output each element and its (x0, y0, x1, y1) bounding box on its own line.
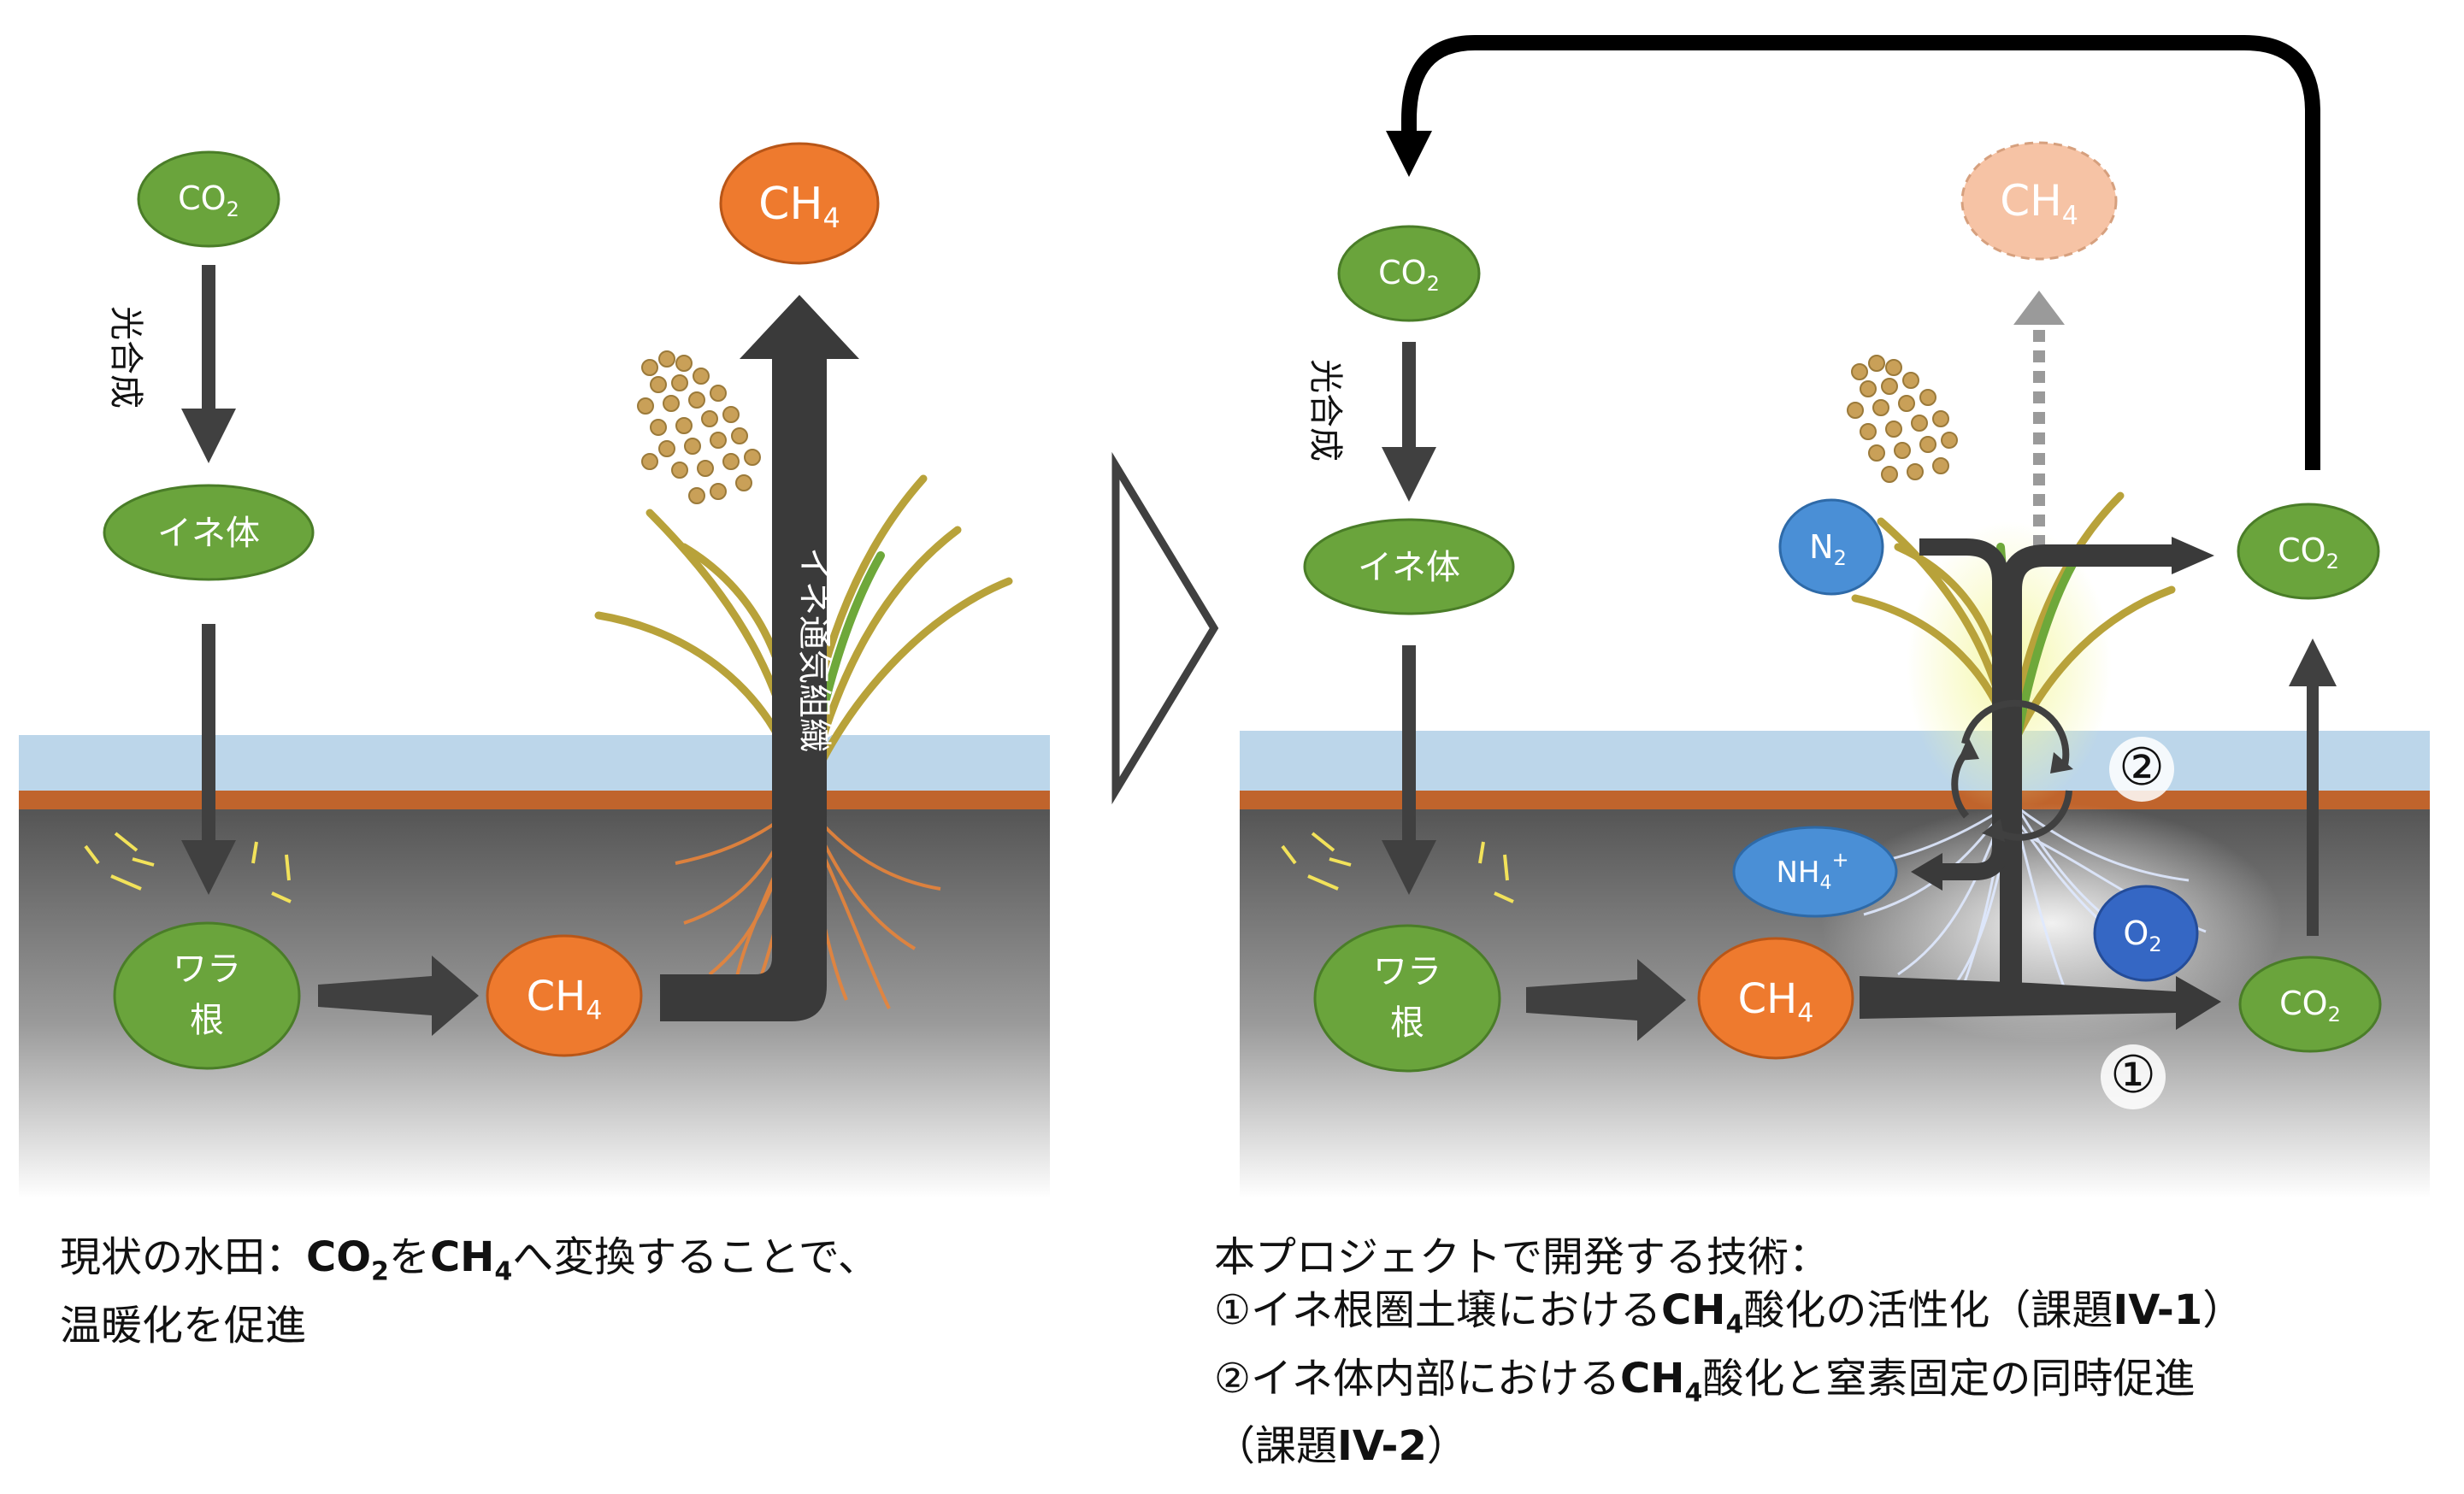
n2-channel (1919, 538, 2009, 880)
marker-1: ① (2101, 1044, 2166, 1109)
svg-text:イネ通気組織: イネ通気組織 (794, 547, 834, 752)
svg-text:CO2: CO2 (178, 179, 239, 221)
left-panel: イネ通気組織 光合成 CO2 イネ体 ワラ 根 CH4 CH4 (19, 142, 1050, 1198)
svg-text:イネ体: イネ体 (157, 514, 260, 553)
left-caption-line1: 現状の水田：CO2をCH4へ変換することで、 (60, 1233, 879, 1287)
left-straw-fragments (84, 832, 292, 903)
svg-text:ワラ: ワラ (173, 950, 241, 989)
right-caption: 本プロジェクトで開発する技術： ①イネ根圏土壌におけるCH4酸化の活性化（課題I… (1214, 1231, 2445, 1473)
node-co2-top-right: CO2 (1337, 225, 1481, 322)
right-soil-surface (1240, 791, 2430, 809)
node-rice-left: イネ体 (103, 484, 315, 581)
label-photosynthesis-left: 光合成 (106, 306, 145, 409)
left-soil-surface (19, 791, 1050, 809)
right-caption-line1: 本プロジェクトで開発する技術： (1214, 1233, 1830, 1281)
node-straw-root-left: ワラ 根 (113, 921, 301, 1070)
node-n2: N2 (1778, 498, 1884, 596)
node-co2-plant: CO2 (2237, 503, 2380, 600)
left-arrow-aerenchyma (660, 295, 859, 1021)
node-nh4: NH4+ (1732, 826, 1898, 918)
node-ch4-emit-left: CH4 (719, 142, 880, 265)
svg-text:CH4: CH4 (1738, 975, 1814, 1028)
transition-triangle (1111, 451, 1219, 805)
svg-text:CH4: CH4 (527, 973, 603, 1026)
cycle-arrow-heads (1958, 737, 2073, 842)
svg-text:根: 根 (190, 1001, 224, 1040)
faded-ch4-arrow-head (2013, 291, 2065, 325)
svg-text:O2: O2 (2123, 915, 2161, 956)
svg-text:光合成: 光合成 (1306, 359, 1345, 462)
feedback-loop-arrow (1386, 35, 2320, 470)
marker-2: ② (2109, 737, 2174, 802)
right-arrow-straw-to-ch4 (1526, 959, 1686, 1041)
right-straw-fragments (1281, 832, 1514, 903)
svg-text:CH4: CH4 (758, 179, 840, 234)
svg-text:光合成: 光合成 (106, 306, 145, 409)
label-aerenchyma: イネ通気組織 (794, 547, 834, 752)
svg-text:CO2: CO2 (1378, 254, 1440, 296)
svg-text:NH4+: NH4+ (1776, 848, 1848, 894)
svg-text:①: ① (2110, 1045, 2156, 1105)
node-o2: O2 (2093, 885, 2199, 982)
svg-text:イネ体: イネ体 (1358, 548, 1460, 587)
node-ch4-soil-left: CH4 (486, 934, 643, 1057)
right-water-layer (1240, 731, 2430, 791)
node-straw-root-right: ワラ 根 (1313, 924, 1501, 1073)
arrow-to-nh4 (1911, 853, 1942, 891)
label-photosynthesis-right: 光合成 (1306, 359, 1345, 462)
right-caption-line2: ①イネ根圏土壌におけるCH4酸化の活性化（課題IV-1） (1214, 1286, 2244, 1340)
node-rice-right: イネ体 (1303, 518, 1515, 615)
svg-text:CH4: CH4 (2000, 176, 2078, 231)
svg-text:N2: N2 (1809, 528, 1847, 570)
node-ch4-faded: CH4 (1960, 141, 2118, 261)
right-caption-line4: （課題IV-2） (1214, 1422, 1468, 1471)
svg-text:CO2: CO2 (2279, 985, 2341, 1026)
right-caption-line3: ②イネ体内部におけるCH4酸化と窒素固定の同時促進 (1214, 1354, 2196, 1409)
svg-text:CO2: CO2 (2278, 532, 2339, 573)
node-co2-soil: CO2 (2238, 956, 2382, 1053)
left-water-layer (19, 735, 1050, 791)
left-caption-line2: 温暖化を促進 (60, 1301, 307, 1350)
svg-text:ワラ: ワラ (1373, 952, 1441, 991)
right-panel: 光合成 ① ② CO2 イネ体 ワラ 根 CH4 (1240, 35, 2430, 1198)
svg-text:根: 根 (1390, 1003, 1424, 1043)
node-ch4-soil-right: CH4 (1697, 937, 1854, 1060)
node-co2-left: CO2 (137, 150, 280, 248)
left-arrow-straw-to-ch4 (318, 956, 479, 1036)
arrow-to-co2-plant (2172, 537, 2214, 574)
svg-text:②: ② (2119, 738, 2165, 797)
ch4-horizontal-arrow (1860, 976, 2221, 1030)
plant-vertical-channel (2000, 544, 2172, 996)
left-caption: 現状の水田：CO2をCH4へ変換することで、 温暖化を促進 (60, 1231, 1069, 1352)
